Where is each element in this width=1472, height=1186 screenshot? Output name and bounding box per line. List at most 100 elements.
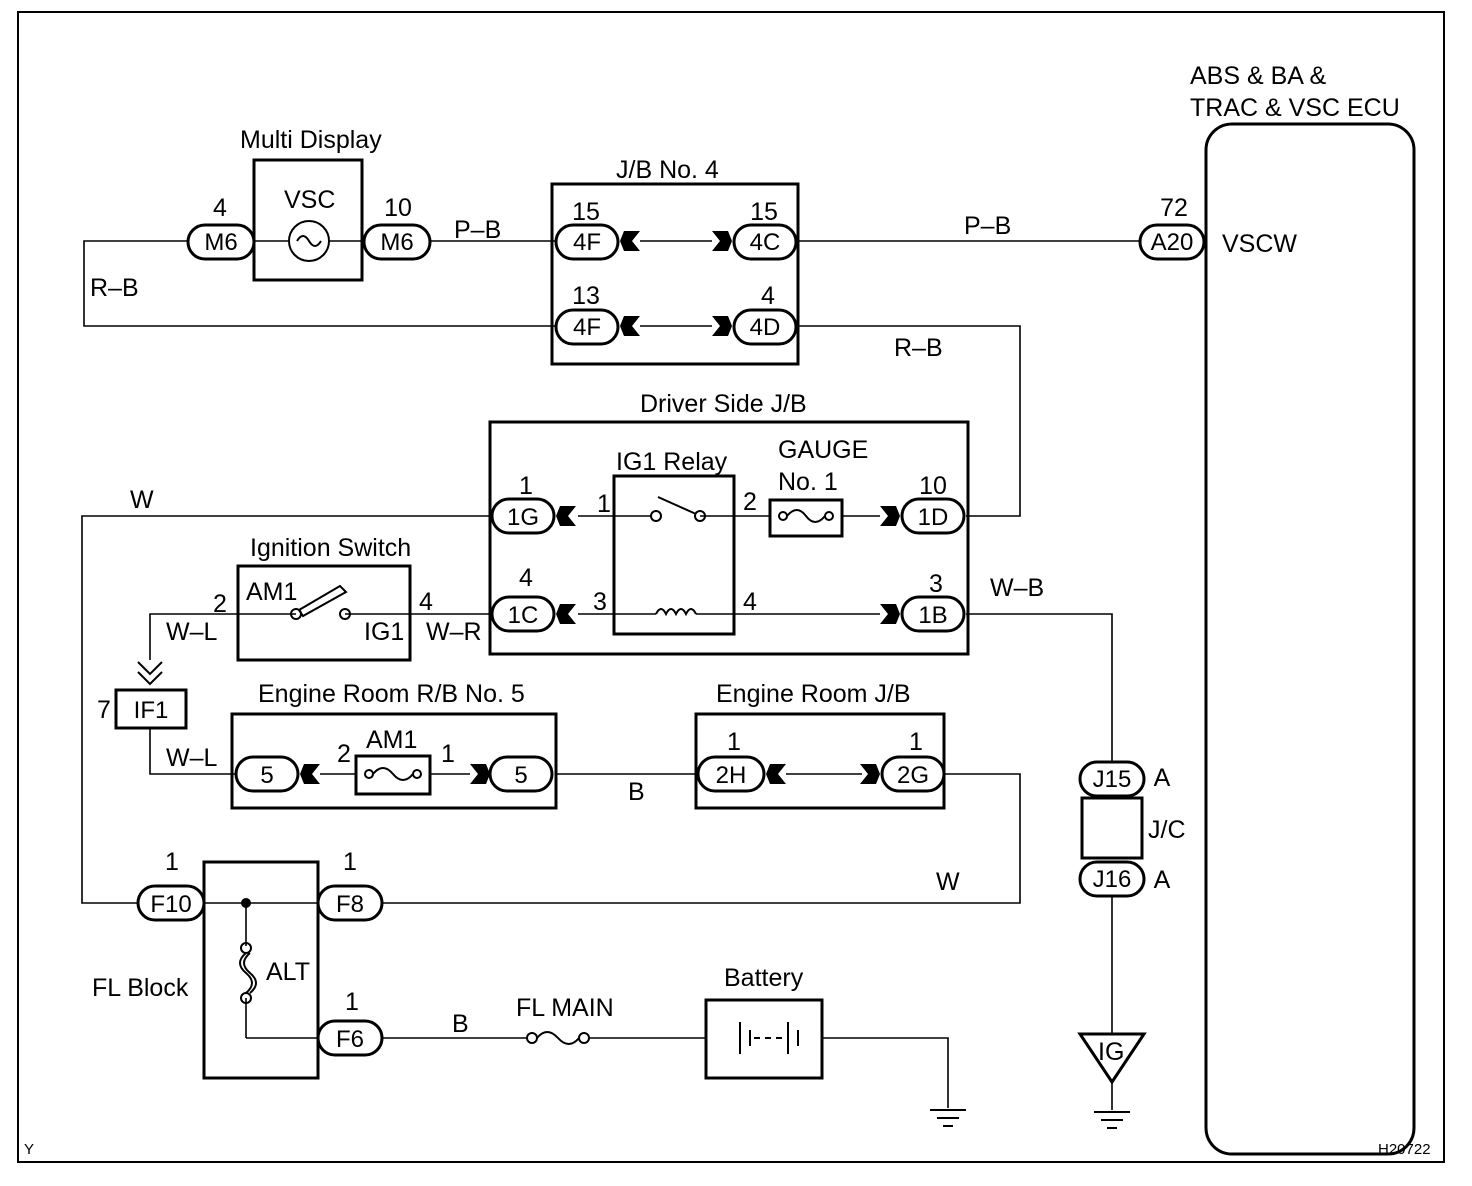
sw-ig1-label: IG1 — [364, 618, 404, 646]
ground-icon — [930, 1109, 966, 1127]
conn-4f-top: 4F — [573, 229, 601, 256]
am1-fuse-label: AM1 — [366, 726, 417, 754]
if1-box — [114, 688, 188, 730]
am1-fuse-box — [354, 754, 432, 796]
am1-fuse-icon — [364, 767, 422, 781]
vsc-label: VSC — [284, 186, 335, 214]
pin-4c: 15 — [750, 198, 778, 226]
ecu-title-line2: TRAC & VSC ECU — [1190, 94, 1400, 122]
conn-f8: F8 — [336, 891, 364, 918]
wire-b-mid: B — [628, 778, 645, 806]
pin-1g: 1 — [519, 472, 533, 500]
relay-coil-icon — [655, 608, 697, 617]
ecu-box — [1204, 122, 1416, 1156]
pin-4f-top: 15 — [572, 198, 600, 226]
alt-label: ALT — [266, 958, 310, 986]
conn-f10: F10 — [150, 891, 191, 918]
wire-pb-right: P–B — [964, 212, 1011, 240]
driver-jb-label: Driver Side J/B — [640, 390, 807, 418]
conn-a20: A20 — [1151, 229, 1194, 256]
pin-1b: 3 — [929, 570, 943, 598]
outer-frame — [17, 11, 1445, 1163]
pin-j16: A — [1154, 866, 1171, 894]
ig-ground-label: IG — [1098, 1038, 1124, 1066]
gauge-label-2: No. 1 — [778, 468, 838, 496]
if1-chevron-icon — [137, 661, 163, 686]
wire-w-lower: W — [936, 868, 960, 896]
conn-f6: F6 — [336, 1026, 364, 1053]
page-letter: Y — [24, 1141, 34, 1158]
pin-j15: A — [1154, 764, 1171, 792]
pin-am1-2: 2 — [337, 740, 351, 768]
pin-if1: 7 — [97, 696, 111, 724]
ig1-relay-label: IG1 Relay — [616, 448, 728, 476]
gauge-fuse-icon — [778, 509, 834, 523]
ecu-terminal-label: VSCW — [1222, 230, 1297, 258]
fl-main-icon — [526, 1031, 590, 1045]
pin-f8: 1 — [343, 848, 357, 876]
pin-relay-3: 3 — [593, 588, 607, 616]
multi-display-label: Multi Display — [240, 126, 382, 154]
battery-label: Battery — [724, 964, 804, 992]
wire-pb-left: P–B — [454, 216, 501, 244]
sw-am1-label: AM1 — [246, 578, 297, 606]
pin-1d: 10 — [919, 472, 947, 500]
relay-switch-icon — [650, 496, 706, 522]
ignition-switch-box — [236, 564, 412, 662]
pin-4f-bot: 13 — [572, 282, 600, 310]
pin-m6b: 10 — [384, 194, 412, 222]
vsc-lamp-icon — [288, 220, 330, 262]
wire-b-bottom: B — [452, 1010, 469, 1038]
jb4-box — [550, 182, 800, 366]
pin-relay-4: 4 — [743, 588, 757, 616]
jb4-label: J/B No. 4 — [616, 156, 719, 184]
conn-1d: 1D — [918, 504, 949, 531]
conn-rb5-l: 5 — [260, 762, 273, 789]
multi-display-box — [252, 158, 364, 282]
er-rb5-label: Engine Room R/B No. 5 — [258, 680, 525, 708]
ignition-switch-label: Ignition Switch — [250, 534, 411, 562]
ignition-switch-icon — [290, 584, 351, 620]
conn-m6b: M6 — [380, 229, 413, 256]
wire-rb-right: R–B — [894, 334, 943, 362]
junction-dot — [241, 898, 251, 908]
pin-4d: 4 — [761, 282, 775, 310]
conn-rb5-r: 5 — [514, 762, 527, 789]
wire-wr: W–R — [426, 618, 482, 646]
conn-j16: J16 — [1093, 866, 1132, 893]
conn-1b: 1B — [918, 602, 947, 629]
pin-sw-4: 4 — [419, 588, 433, 616]
conn-if1: IF1 — [134, 697, 169, 724]
conn-1g: 1G — [507, 504, 539, 531]
pin-f6: 1 — [345, 988, 359, 1016]
er-jb-box — [694, 712, 946, 810]
battery-box — [704, 998, 824, 1080]
conn-j15: J15 — [1093, 766, 1132, 793]
wire-w-top: W — [130, 486, 154, 514]
pin-1c: 4 — [519, 564, 533, 592]
conn-2g: 2G — [897, 762, 929, 789]
wire-wl-upper: W–L — [166, 618, 218, 646]
wire-rb-left: R–B — [90, 274, 139, 302]
gauge-label-1: GAUGE — [778, 436, 868, 464]
conn-4d: 4D — [750, 314, 781, 341]
ig-ground-icon — [1077, 1032, 1147, 1129]
pin-a20: 72 — [1160, 194, 1188, 222]
er-jb-label: Engine Room J/B — [716, 680, 911, 708]
conn-1c: 1C — [508, 602, 539, 629]
alt-fusible-link-icon — [239, 942, 257, 1004]
wires — [81, 240, 1140, 1110]
er-rb5-box — [230, 712, 558, 810]
wire-wl-lower: W–L — [166, 744, 218, 772]
conn-m6a: M6 — [204, 229, 237, 256]
pin-m6a: 4 — [213, 194, 227, 222]
pin-f10: 1 — [165, 848, 179, 876]
driver-jb-box — [488, 420, 970, 656]
fl-block-label: FL Block — [92, 974, 189, 1002]
connector-pills — [136, 223, 1206, 1057]
fl-main-label: FL MAIN — [516, 994, 614, 1022]
pin-2g: 1 — [909, 728, 923, 756]
conn-2h: 2H — [716, 762, 747, 789]
pin-sw-2: 2 — [213, 590, 227, 618]
